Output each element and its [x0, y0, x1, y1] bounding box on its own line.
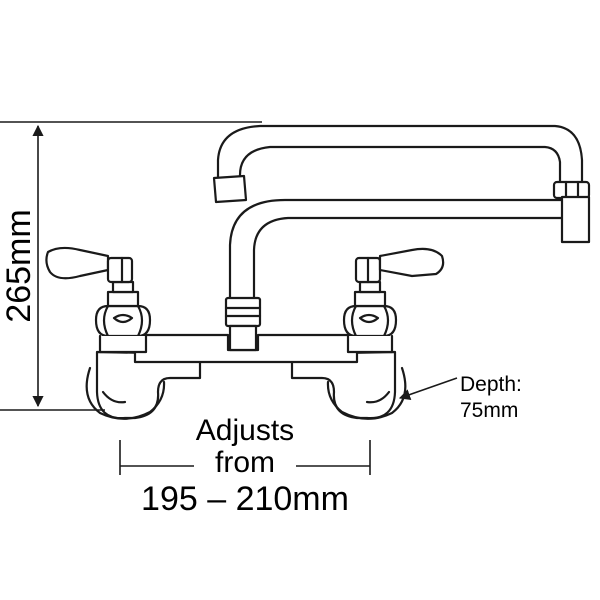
depth-label: Depth:	[460, 373, 522, 396]
depth-arrow	[398, 377, 458, 400]
spout-end-fitting	[552, 180, 591, 244]
left-handle	[45, 246, 134, 284]
upper-spout	[212, 124, 584, 204]
lower-spout	[228, 198, 565, 302]
right-handle	[354, 247, 445, 284]
left-inlet	[85, 350, 202, 420]
adjust-range: 195 – 210mm	[141, 480, 349, 518]
right-valve	[342, 280, 398, 354]
adjust-line2: from	[215, 446, 275, 479]
crossbar-body	[133, 333, 359, 364]
center-nut	[224, 296, 262, 352]
adjust-line1: Adjusts	[196, 414, 294, 447]
depth-value: 75mm	[460, 399, 518, 422]
height-label: 265mm	[0, 209, 38, 322]
left-valve	[94, 280, 152, 354]
spout-tip	[212, 174, 248, 204]
